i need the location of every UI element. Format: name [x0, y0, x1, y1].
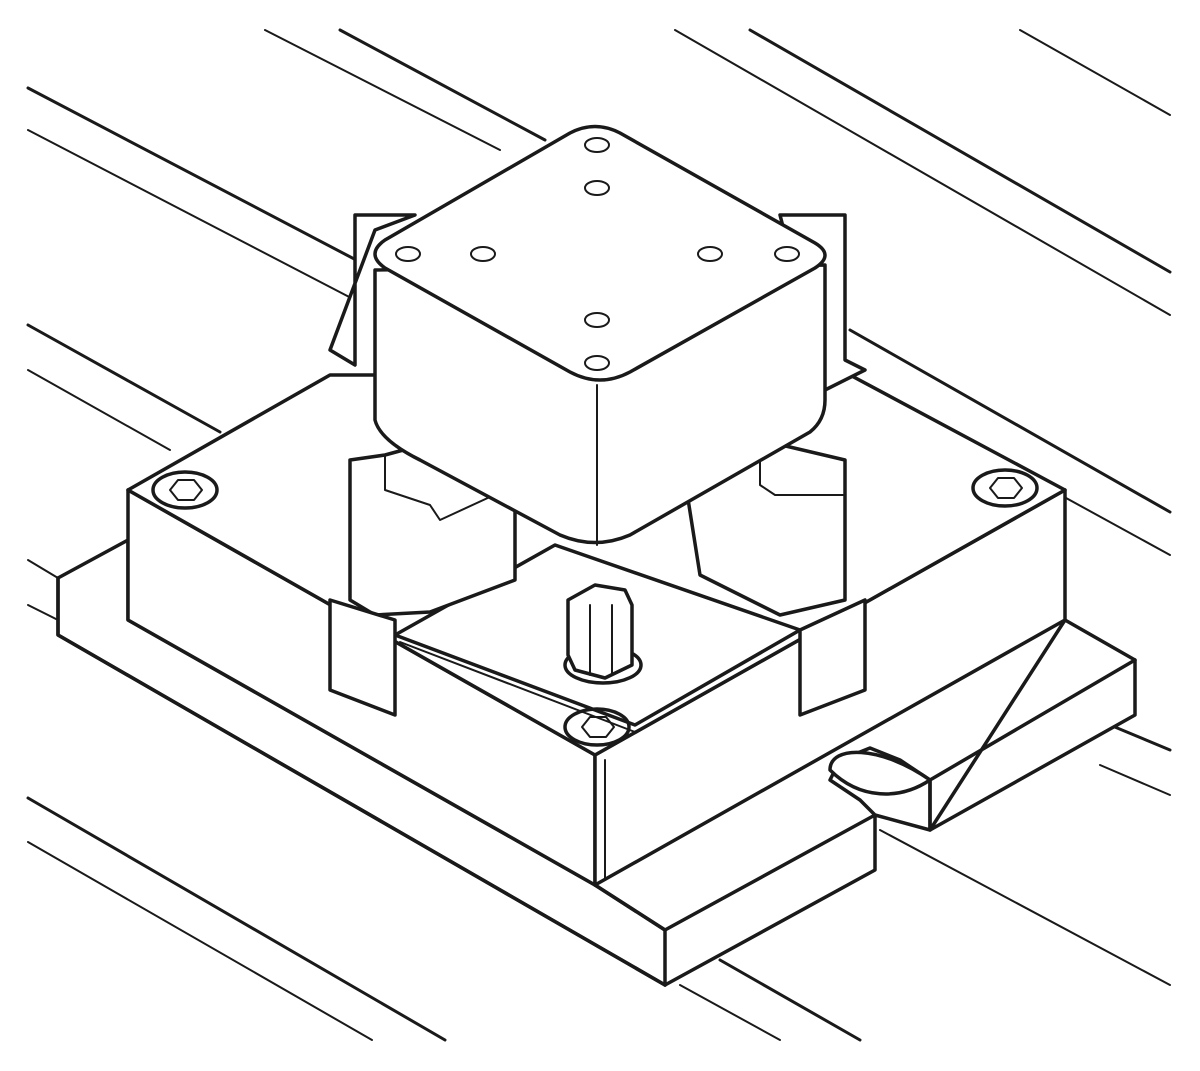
base-plate	[56, 538, 1137, 987]
top-cube	[373, 124, 827, 546]
clamp-jaws	[328, 213, 867, 717]
hex-bolt	[563, 583, 643, 685]
cube-holes	[395, 137, 800, 371]
screw-heads	[151, 468, 1039, 747]
